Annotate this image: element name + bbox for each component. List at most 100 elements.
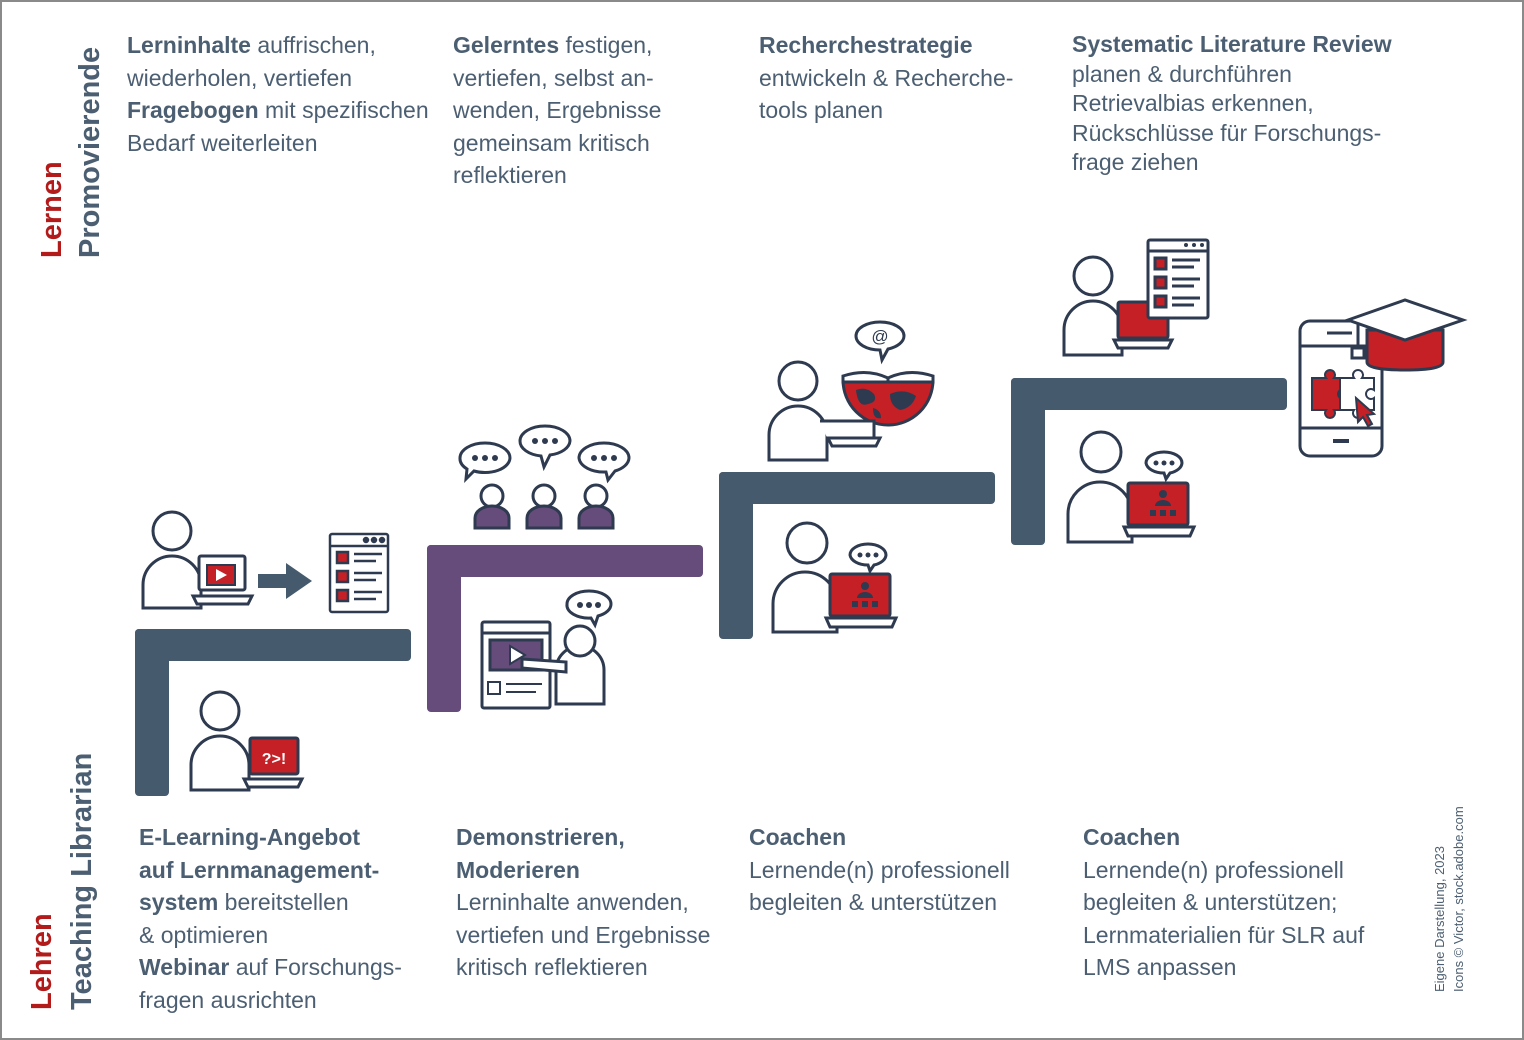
text-line: Lerninhalte anwenden, <box>456 886 710 919</box>
learn-step-1: Lerninhalte auffrischen,wiederholen, ver… <box>127 29 429 159</box>
text-line: planen & durchführen <box>1072 60 1392 90</box>
text-line: Lerninhalte auffrischen, <box>127 29 429 62</box>
text-line: Retrievalbias erkennen, <box>1072 89 1392 119</box>
person-laptop-video-icon <box>141 510 255 610</box>
bold-term: Coachen <box>1083 824 1181 850</box>
audience-speech-bubbles-icon <box>458 424 631 530</box>
text-line: system bereitstellen <box>139 886 402 919</box>
text-line: Demonstrieren, <box>456 821 710 854</box>
text-run: begleiten & unterstützen; <box>1083 889 1338 915</box>
phone-graduation-puzzle-icon <box>1298 298 1468 458</box>
stair-1 <box>135 629 411 796</box>
stair-3 <box>719 472 995 639</box>
text-run: begleiten & unterstützen <box>749 889 998 915</box>
text-run: Lernende(n) professionell <box>749 856 1010 883</box>
bold-term: Demonstrieren, <box>456 824 625 850</box>
text-line: tools planen <box>759 94 1013 127</box>
text-run: bereitstellen <box>218 889 349 915</box>
teach-step-1: E-Learning-Angebot auf Lernmanagement-sys… <box>139 821 402 1016</box>
person-laptop-error-icon <box>189 690 305 792</box>
text-line: Bedarf weiterleiten <box>127 127 429 160</box>
bold-term: system <box>139 889 219 915</box>
text-line: vertiefen, selbst an- <box>453 62 661 95</box>
text-line: auf Lernmanagement- <box>139 854 402 887</box>
text-line: frage ziehen <box>1072 148 1392 178</box>
bold-term: Webinar <box>139 954 230 980</box>
text-run: LMS anpassen <box>1083 954 1237 980</box>
text-line: Lernmaterialien für SLR auf <box>1083 919 1364 952</box>
text-line: Gelerntes festigen, <box>453 29 661 62</box>
learn-step-4: Systematic Literature Review planen & dur… <box>1072 30 1392 178</box>
text-run: reflektieren <box>453 162 567 188</box>
questionnaire-icon <box>328 532 390 614</box>
text-run: festigen, <box>559 32 653 58</box>
text-line: Webinar auf Forschungs- <box>139 951 402 984</box>
text-line: begleiten & unterstützen <box>749 886 1010 919</box>
text-run: vertiefen und Ergebnisse <box>456 921 711 948</box>
text-line: LMS anpassen <box>1083 951 1364 984</box>
text-run: Bedarf weiterleiten <box>127 129 318 156</box>
bold-term: Gelerntes <box>453 32 560 58</box>
text-run: auf Forschungs- <box>229 954 402 980</box>
text-run: wiederholen, vertiefen <box>127 64 353 91</box>
text-line: kritisch reflektieren <box>456 951 710 984</box>
bold-term: Lerninhalte <box>127 32 251 58</box>
text-line: Coachen <box>749 821 1010 854</box>
text-run: mit spezifischen <box>258 97 429 123</box>
text-line: fragen ausrichten <box>139 984 402 1017</box>
text-run: Rückschlüsse für Forschungs- <box>1072 119 1382 146</box>
text-run: Lerninhalte anwenden, <box>456 889 689 915</box>
text-line: E-Learning-Angebot <box>139 821 402 854</box>
text-run: frage ziehen <box>1072 149 1199 175</box>
coach-laptop-icon <box>771 521 899 634</box>
text-run: Retrievalbias erkennen, <box>1072 90 1314 116</box>
text-run: gemeinsam kritisch <box>453 129 650 156</box>
learn-step-3: Recherchestrategie entwickeln & Recherche… <box>759 29 1013 127</box>
text-line: Systematic Literature Review <box>1072 30 1392 60</box>
globe-bubble-text: @ <box>871 327 888 346</box>
text-line: Moderieren <box>456 854 710 887</box>
stair-2 <box>427 545 703 712</box>
text-line: gemeinsam kritisch <box>453 127 661 160</box>
text-run: Lernmaterialien für SLR auf <box>1083 921 1365 948</box>
text-run: planen & durchführen <box>1072 60 1292 87</box>
text-run: kritisch reflektieren <box>456 954 648 980</box>
text-line: Lernende(n) professionell <box>749 854 1010 887</box>
text-run: wenden, Ergebnisse <box>453 97 662 123</box>
bold-term: Systematic Literature Review <box>1072 31 1392 57</box>
text-line: entwickeln & Recherche- <box>759 62 1013 95</box>
text-run: & optimieren <box>139 921 269 948</box>
text-run: vertiefen, selbst an- <box>453 64 654 91</box>
text-line: Rückschlüsse für Forschungs- <box>1072 119 1392 149</box>
text-line: & optimieren <box>139 919 402 952</box>
stair-4 <box>1011 378 1287 545</box>
text-line: reflektieren <box>453 159 661 192</box>
learn-step-2: Gelerntes festigen,vertiefen, selbst an-… <box>453 29 661 192</box>
bold-term: Recherchestrategie <box>759 32 973 58</box>
text-line: Fragebogen mit spezifischen <box>127 94 429 127</box>
text-line: Lernende(n) professionell <box>1083 854 1364 887</box>
text-run: fragen ausrichten <box>139 986 317 1013</box>
text-line: wenden, Ergebnisse <box>453 94 661 127</box>
laptop-error-text: ?>! <box>262 751 286 768</box>
bold-term: Coachen <box>749 824 847 850</box>
bold-term: E-Learning-Angebot <box>139 824 361 850</box>
text-run: auffrischen, <box>250 32 376 58</box>
text-run: Lernende(n) professionell <box>1083 856 1344 883</box>
arrow-right-icon <box>258 563 312 599</box>
text-line: wiederholen, vertiefen <box>127 62 429 95</box>
text-run: entwickeln & Recherche- <box>759 64 1014 91</box>
bold-term: auf Lernmanagement- <box>139 856 380 883</box>
text-line: Coachen <box>1083 821 1364 854</box>
bold-term: Fragebogen <box>127 97 259 123</box>
bold-term: Moderieren <box>456 856 580 883</box>
screen-presenter-icon <box>480 589 613 710</box>
text-line: Recherchestrategie <box>759 29 1013 62</box>
person-checklist-laptop-icon <box>1062 238 1210 357</box>
text-line: vertiefen und Ergebnisse <box>456 919 710 952</box>
